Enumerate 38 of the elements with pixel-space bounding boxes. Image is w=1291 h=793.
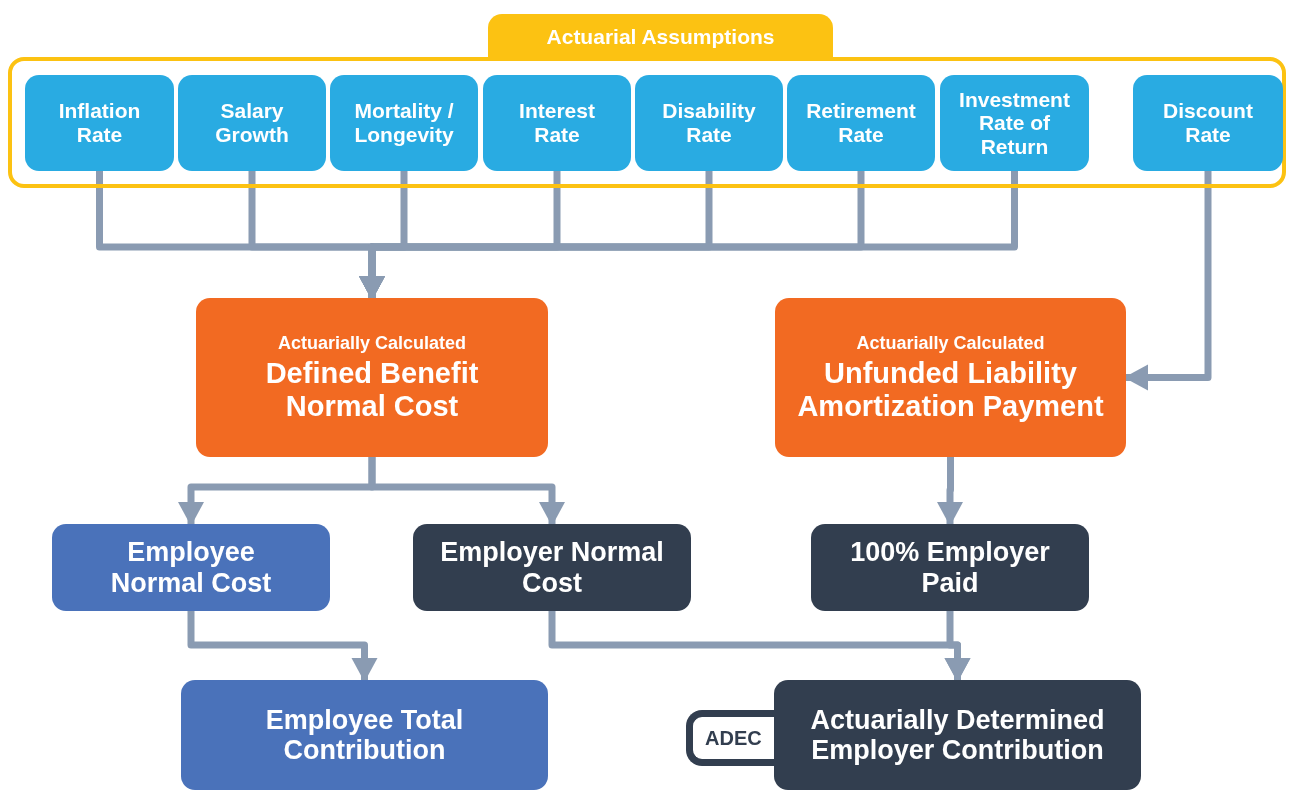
calculation-box [775,298,1126,457]
box-label: Interest Rate [518,99,596,147]
box-label: Investment Rate of Return [958,87,1071,159]
connector-arrow [944,611,971,682]
box-label: Unfunded Liability Amortization Payment [796,357,1105,423]
box-label: Mortality / Longevity [353,99,455,147]
box-label: Inflation Rate [57,99,142,147]
assumption-box [787,75,935,171]
assumption-box [25,75,174,171]
assumption-box [1133,75,1283,171]
box-label: Employer Normal Cost [439,537,665,598]
assumptions-group [8,14,1286,188]
assumption-box [940,75,1089,171]
box-label: Disability Rate [661,99,757,147]
contribution-box [413,524,691,611]
calculation-box [196,298,548,457]
box-subtitle: Actuarially Calculated [856,332,1045,354]
assumption-box [635,75,783,171]
box-label: Defined Benefit Normal Cost [264,357,480,423]
box-label: Retirement Rate [805,99,917,147]
contribution-box [811,524,1089,611]
contribution-box [181,680,548,790]
connector-arrow [937,457,963,526]
box-label: Employee Normal Cost [109,537,273,598]
assumption-box [330,75,478,171]
connector-arrow [368,457,565,526]
box-label: Employee Total Contribution [264,704,465,766]
box-label: 100% Employer Paid [849,537,1051,598]
box-label: Actuarially Determined Employer Contribution [809,704,1106,766]
contribution-box [774,680,1141,790]
box-label: Salary Growth [214,99,290,147]
connector-arrow [1124,171,1212,391]
box-label: Discount Rate [1162,99,1254,147]
assumption-box [483,75,631,171]
assumption-box [178,75,326,171]
contribution-box [52,524,330,611]
box-subtitle: Actuarially Calculated [277,332,467,354]
group-heading-tab: Actuarial Assumptions [488,14,833,59]
